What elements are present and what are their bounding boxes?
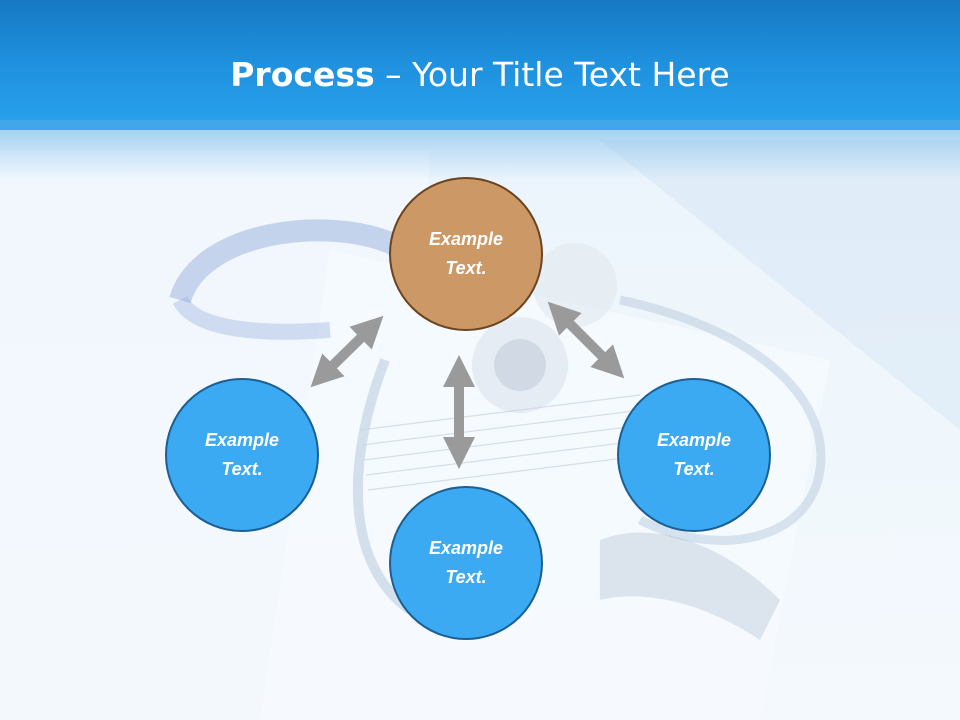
node-left-line2: Text. — [221, 459, 263, 479]
node-top-line1: Example — [428, 229, 504, 249]
node-left: Example Text. — [165, 378, 319, 532]
node-top-line2: Text. — [445, 258, 487, 278]
node-left-line1: Example — [204, 430, 280, 450]
slide-title: Process – Your Title Text Here — [0, 50, 960, 100]
title-bold: Process — [230, 55, 375, 94]
title-bar — [0, 0, 960, 130]
arrow-right — [547, 301, 625, 379]
node-right-line1: Example — [656, 430, 732, 450]
node-bottom-line2: Text. — [445, 567, 487, 587]
node-right-line2: Text. — [673, 459, 715, 479]
title-rest: – Your Title Text Here — [374, 55, 730, 94]
title-bar-fade — [0, 120, 960, 180]
node-top: Example Text. — [389, 177, 543, 331]
node-right: Example Text. — [617, 378, 771, 532]
arrow-left — [310, 315, 384, 388]
node-bottom: Example Text. — [389, 486, 543, 640]
node-bottom-line1: Example — [428, 538, 504, 558]
